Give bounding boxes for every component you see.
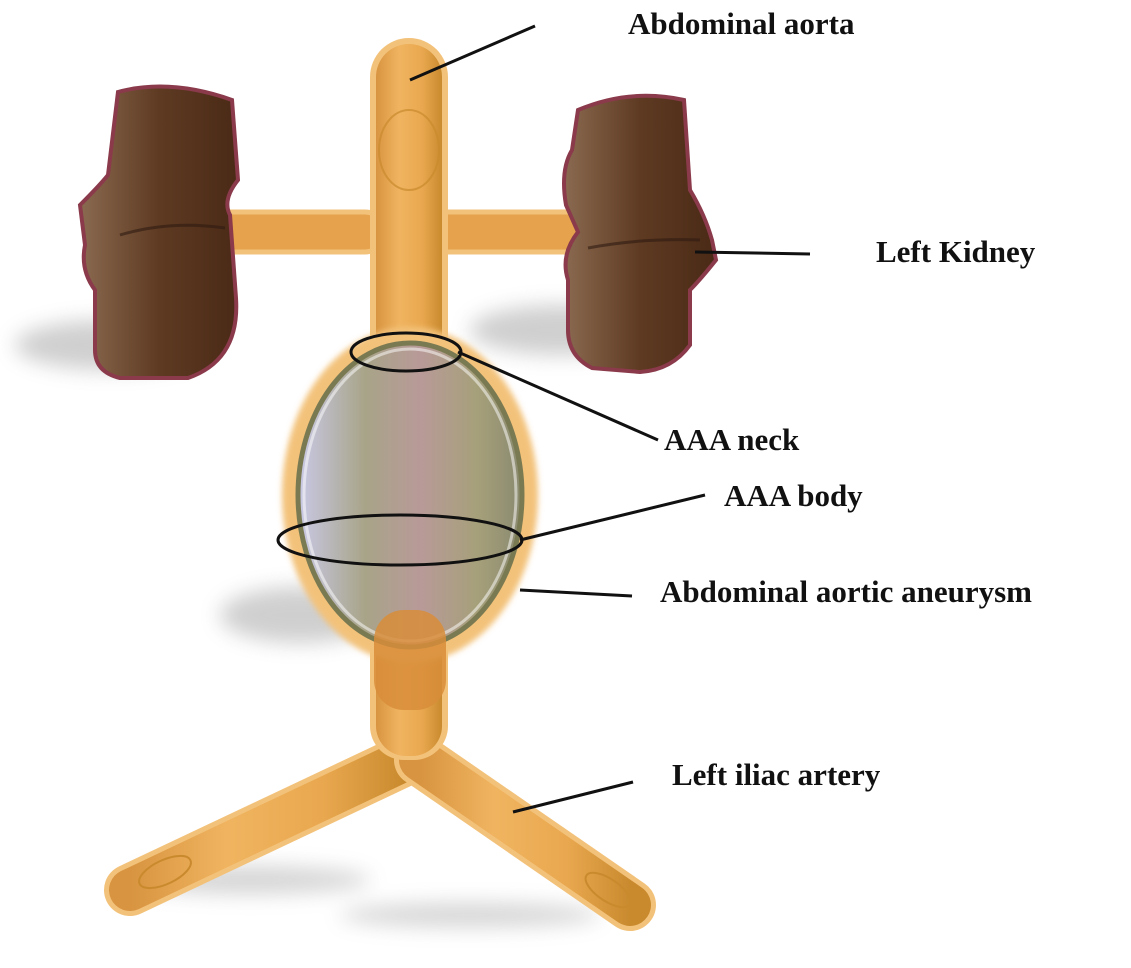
- leader-line-kidney: [695, 252, 810, 254]
- leader-line-iliac: [513, 782, 633, 812]
- label-abdominal-aortic-aneurysm: Abdominal aortic aneurysm: [660, 576, 1032, 607]
- leader-line-body: [520, 495, 705, 540]
- right-kidney: [80, 87, 238, 378]
- left-kidney: [564, 96, 716, 372]
- label-aaa-neck: AAA neck: [664, 424, 799, 455]
- label-left-kidney: Left Kidney: [876, 236, 1035, 267]
- label-aaa-body: AAA body: [724, 480, 863, 511]
- leader-line-aneurysm: [520, 590, 632, 596]
- aneurysm-sac: [282, 327, 538, 710]
- label-abdominal-aorta: Abdominal aorta: [628, 8, 855, 39]
- label-left-iliac-artery: Left iliac artery: [672, 759, 880, 790]
